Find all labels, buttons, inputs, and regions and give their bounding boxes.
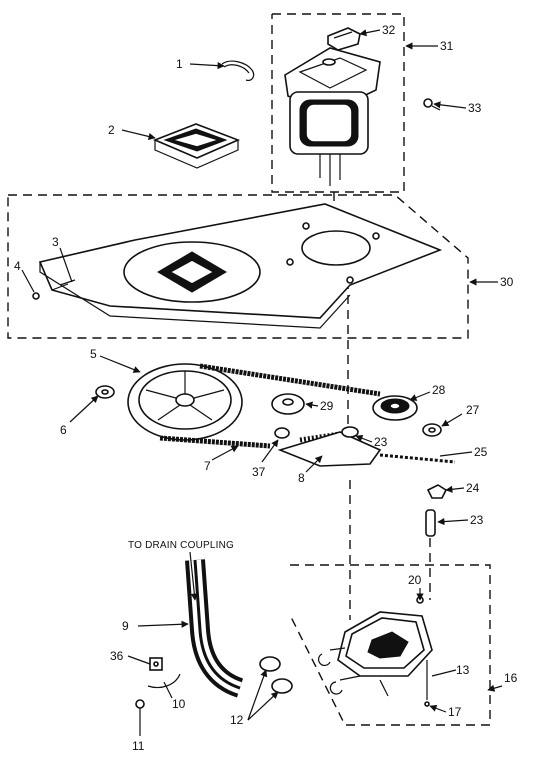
screw-11-part bbox=[135, 699, 145, 716]
callout-31: 31 bbox=[440, 39, 454, 53]
callout-33: 33 bbox=[468, 101, 482, 115]
callout-23-lower: 23 bbox=[470, 513, 484, 527]
drain-coupling-caption: TO DRAIN COUPLING bbox=[128, 540, 234, 551]
sleeve-23-part bbox=[425, 509, 436, 537]
callout-16: 16 bbox=[504, 671, 518, 685]
washer-left-part bbox=[95, 385, 115, 399]
callout-4: 4 bbox=[14, 259, 21, 273]
connector-part bbox=[327, 27, 361, 51]
callout-32: 32 bbox=[382, 23, 396, 37]
callout-5: 5 bbox=[90, 347, 97, 361]
callout-12: 12 bbox=[230, 713, 244, 727]
callout-37: 37 bbox=[252, 465, 266, 479]
callout-29: 29 bbox=[320, 399, 334, 413]
callout-10: 10 bbox=[172, 697, 186, 711]
callout-11: 11 bbox=[132, 739, 145, 753]
callout-1: 1 bbox=[176, 57, 183, 71]
callout-13: 13 bbox=[456, 663, 470, 677]
motor-part bbox=[284, 47, 381, 186]
leader-lines bbox=[21, 29, 503, 736]
callout-25: 25 bbox=[474, 445, 488, 459]
bracket-part bbox=[32, 279, 76, 300]
pump-group-box bbox=[289, 564, 491, 726]
belt-part bbox=[159, 363, 381, 449]
hose-part bbox=[185, 559, 244, 698]
clip-part bbox=[221, 60, 255, 81]
callout-30: 30 bbox=[500, 275, 514, 289]
callout-27: 27 bbox=[466, 403, 480, 417]
callout-20: 20 bbox=[408, 573, 422, 587]
bracket-36-part bbox=[149, 657, 163, 671]
callout-3: 3 bbox=[52, 235, 59, 249]
gasket-part bbox=[152, 123, 241, 169]
pump-part bbox=[318, 611, 433, 697]
callout-23-upper: 23 bbox=[374, 435, 388, 449]
idler-arm-part bbox=[274, 426, 456, 467]
base-plate-part bbox=[38, 203, 443, 329]
motor-group-box bbox=[271, 13, 405, 193]
callout-28: 28 bbox=[432, 383, 446, 397]
callout-labels: 1 2 3 4 5 6 7 8 9 10 11 12 13 16 17 20 2… bbox=[14, 23, 518, 753]
hose-clamps-part bbox=[259, 656, 293, 694]
callout-2: 2 bbox=[108, 123, 115, 137]
washer-right-part bbox=[422, 423, 442, 437]
callout-6: 6 bbox=[60, 423, 67, 437]
idler-pulley-part bbox=[271, 393, 305, 415]
clip-24-part bbox=[426, 484, 448, 499]
callout-24: 24 bbox=[466, 481, 480, 495]
base-plate-group-box bbox=[7, 194, 469, 339]
callout-7: 7 bbox=[204, 459, 211, 473]
strap-10-part bbox=[147, 673, 181, 689]
callout-36: 36 bbox=[110, 649, 124, 663]
callout-9: 9 bbox=[122, 619, 129, 633]
callout-8: 8 bbox=[298, 471, 305, 485]
motor-pulley-part bbox=[372, 395, 418, 421]
large-pulley-part bbox=[127, 363, 243, 441]
callout-17: 17 bbox=[448, 705, 462, 719]
